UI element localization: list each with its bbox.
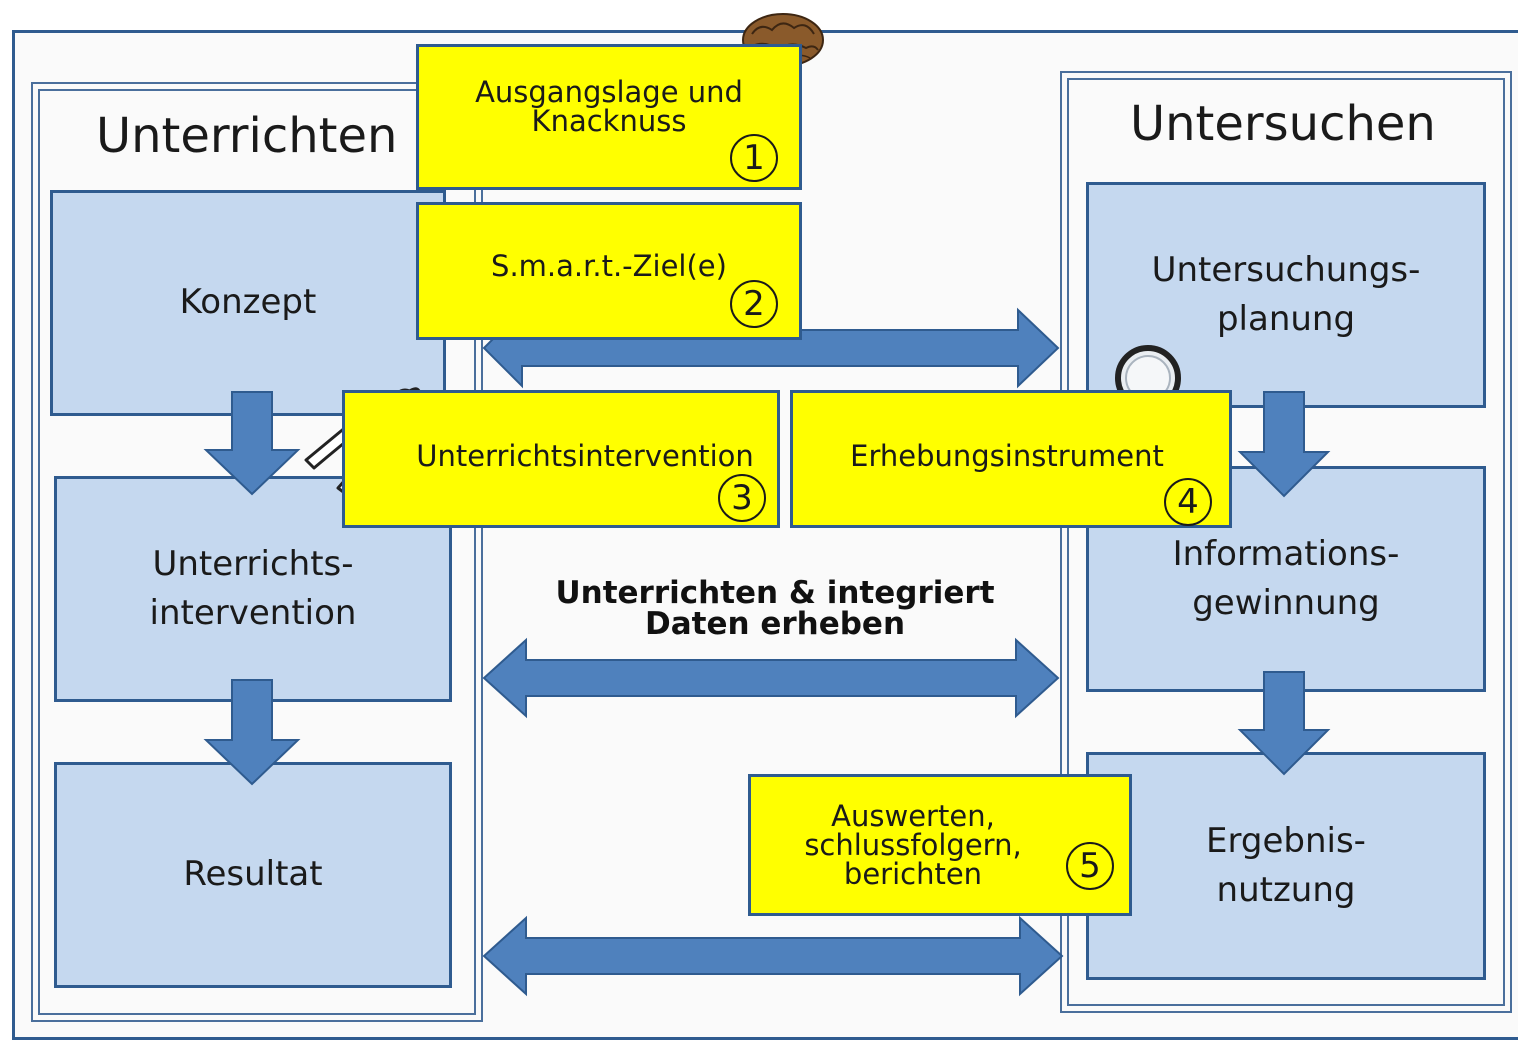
step-5-number: 5: [1066, 842, 1114, 890]
step-4-number: 4: [1164, 478, 1212, 526]
double-arrow-middle: [482, 637, 1060, 719]
step-box-3: Unterrichtsintervention: [342, 390, 780, 528]
step-box-5: Auswerten, schlussfolgern, berichten: [748, 774, 1132, 916]
down-arrow-right-2: [1237, 671, 1331, 776]
step-1-number: 1: [730, 134, 778, 182]
step-box-4: Erhebungsinstrument: [790, 390, 1232, 528]
right-column-title: Untersuchen: [1130, 96, 1436, 152]
down-arrow-left-2: [203, 679, 301, 786]
left-column-frame: [31, 82, 483, 1022]
double-arrow-bottom: [482, 915, 1064, 997]
step-2-label: S.m.a.r.t.-Ziel(e): [491, 248, 727, 283]
step-2-number: 2: [730, 280, 778, 328]
box-konzept: Konzept: [50, 190, 446, 416]
down-arrow-left-1: [203, 391, 301, 496]
step-4-label: Erhebungsinstrument: [850, 438, 1164, 473]
step-5-label: Auswerten, schlussfolgern, berichten: [804, 798, 1022, 891]
step-3-number: 3: [718, 474, 766, 522]
box-resultat: Resultat: [54, 762, 452, 988]
down-arrow-right-1: [1237, 391, 1331, 498]
right-column-frame: [1060, 71, 1512, 1013]
step-1-label: Ausgangslage und Knacknuss: [475, 75, 743, 138]
right-column-inner: [1067, 78, 1505, 1006]
center-label: Unterrichten & integriert Daten erheben: [555, 575, 995, 642]
box-informationsgewinnung: Informations- gewinnung: [1086, 466, 1486, 692]
left-column-inner: [38, 89, 476, 1015]
left-column-title: Unterrichten: [96, 108, 398, 164]
step-3-label: Unterrichtsintervention: [416, 438, 754, 473]
